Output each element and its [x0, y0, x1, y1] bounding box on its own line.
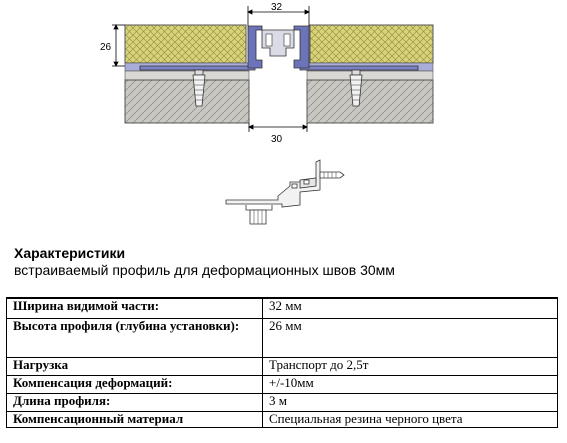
dim-left [112, 24, 125, 67]
right-tile-block [309, 24, 434, 64]
left-tile-block [124, 24, 247, 64]
dim-top [247, 6, 310, 26]
insert-slot-right [283, 33, 291, 47]
spec-label: Длина профиля: [6, 393, 263, 412]
table-row: Ширина видимой части: 32 мм [6, 297, 558, 319]
spec-label: Компенсация деформаций: [6, 375, 263, 394]
specifications-table: Ширина видимой части: 32 мм Высота профи… [6, 297, 558, 428]
left-anchor [192, 69, 206, 107]
insert-slot-left [265, 33, 273, 47]
spec-label: Высота профиля (глубина установки): [6, 318, 263, 358]
table-row: Длина профиля: 3 м [6, 393, 558, 412]
right-profile-flange [299, 65, 419, 71]
dim-bottom-label: 30 [271, 134, 283, 145]
section-subheading: встраиваемый профиль для деформационных … [14, 262, 395, 278]
left-concrete-slab [124, 79, 250, 124]
dim-bottom [248, 123, 308, 132]
spec-value: 26 мм [262, 318, 558, 358]
profile-body-left [247, 25, 263, 69]
dim-top-label: 32 [271, 2, 283, 13]
right-screed [306, 70, 434, 81]
profile-isometric-view [225, 159, 345, 225]
table-row: Высота профиля (глубина установки): 26 м… [6, 318, 558, 358]
spec-label: Компенсационный материал [6, 411, 263, 428]
section-heading: Характеристики [14, 245, 126, 261]
spec-value: 32 мм [262, 297, 558, 319]
right-concrete-slab [306, 79, 434, 124]
table-row: Компенсация деформаций: +/-10мм [6, 375, 558, 394]
table-row: Нагрузка Транспорт до 2,5т [6, 357, 558, 376]
spec-value: Транспорт до 2,5т [262, 357, 558, 376]
spec-value: Специальная резина черного цвета [262, 411, 558, 428]
dim-left-label: 26 [100, 42, 112, 53]
left-profile-flange [139, 65, 256, 71]
spec-label: Нагрузка [6, 357, 263, 376]
right-anchor [349, 69, 363, 107]
expansion-joint-diagram: 32 26 30 [100, 2, 434, 225]
profile-body-right [293, 25, 310, 69]
left-screed [124, 70, 250, 81]
spec-value: 3 м [262, 393, 558, 412]
spec-value: +/-10мм [262, 375, 558, 394]
spec-label: Ширина видимой части: [6, 297, 263, 319]
table-row: Компенсационный материал Специальная рез… [6, 411, 558, 428]
